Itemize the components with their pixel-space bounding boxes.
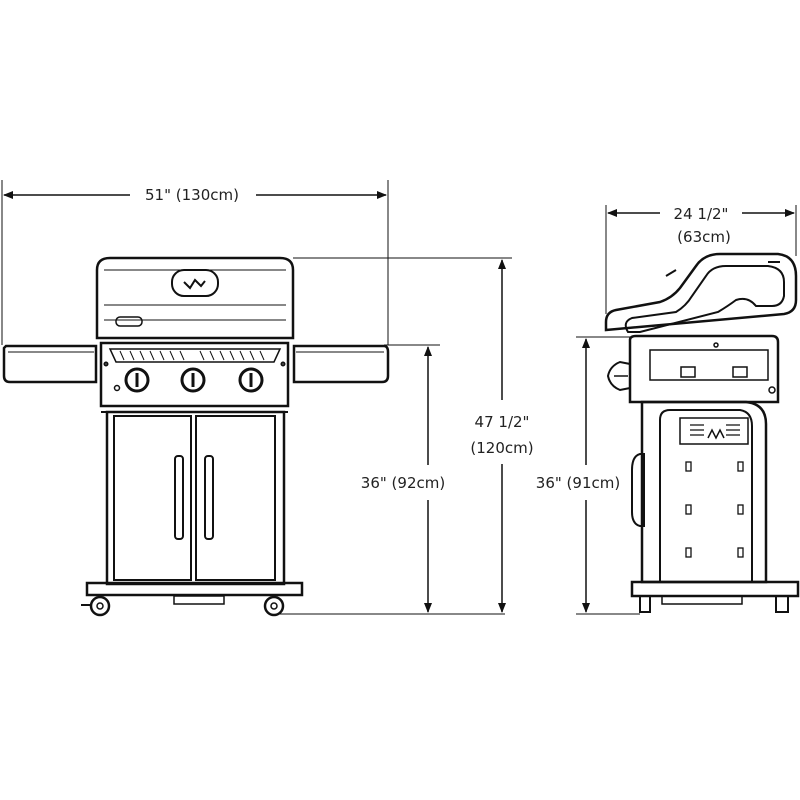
front-left-handle [174, 455, 184, 540]
front-width-label: 51" (130cm) [145, 186, 239, 204]
front-right-door [195, 415, 276, 581]
front-wheel-left [89, 595, 111, 617]
side-vent-panel [679, 417, 749, 445]
front-left-door [113, 415, 192, 581]
side-knob [606, 360, 631, 392]
front-logo-badge [171, 269, 219, 297]
front-shelf-height-dimension: 36" (92cm) [276, 344, 505, 615]
front-knob-right [238, 367, 264, 393]
front-width-dimension: 51" (130cm) [1, 180, 389, 345]
front-right-handle [204, 455, 214, 540]
front-total-height-label-line2: (120cm) [470, 439, 533, 457]
front-left-shelf [2, 344, 98, 384]
front-wheel-right [263, 595, 285, 617]
front-base [85, 581, 304, 597]
side-depth-label-line2: (63cm) [677, 228, 731, 246]
side-base [630, 580, 800, 598]
side-height-label: 36" (91cm) [536, 474, 620, 492]
front-total-height-dimension: 47 1/2" (120cm) [293, 257, 534, 613]
side-handle [631, 453, 645, 527]
front-right-shelf [292, 344, 390, 384]
side-depth-dimension: 24 1/2" (63cm) [605, 205, 797, 314]
side-depth-label-line1: 24 1/2" [674, 205, 729, 223]
front-knob-center [180, 367, 206, 393]
front-brand-plate [115, 316, 143, 327]
front-view-grill [2, 256, 390, 617]
side-lid [604, 252, 798, 332]
side-wheel-right [775, 595, 789, 613]
side-height-dimension: 36" (91cm) [536, 336, 640, 615]
side-body-top [628, 334, 780, 404]
side-view-grill [604, 252, 800, 613]
front-lid [95, 256, 295, 340]
side-wheel-left [639, 595, 651, 613]
front-control-panel [99, 341, 290, 408]
front-total-height-label-line1: 47 1/2" [475, 413, 530, 431]
front-shelf-height-label: 36" (92cm) [361, 474, 445, 492]
side-cart-panel [640, 400, 768, 584]
front-knob-left [124, 367, 150, 393]
